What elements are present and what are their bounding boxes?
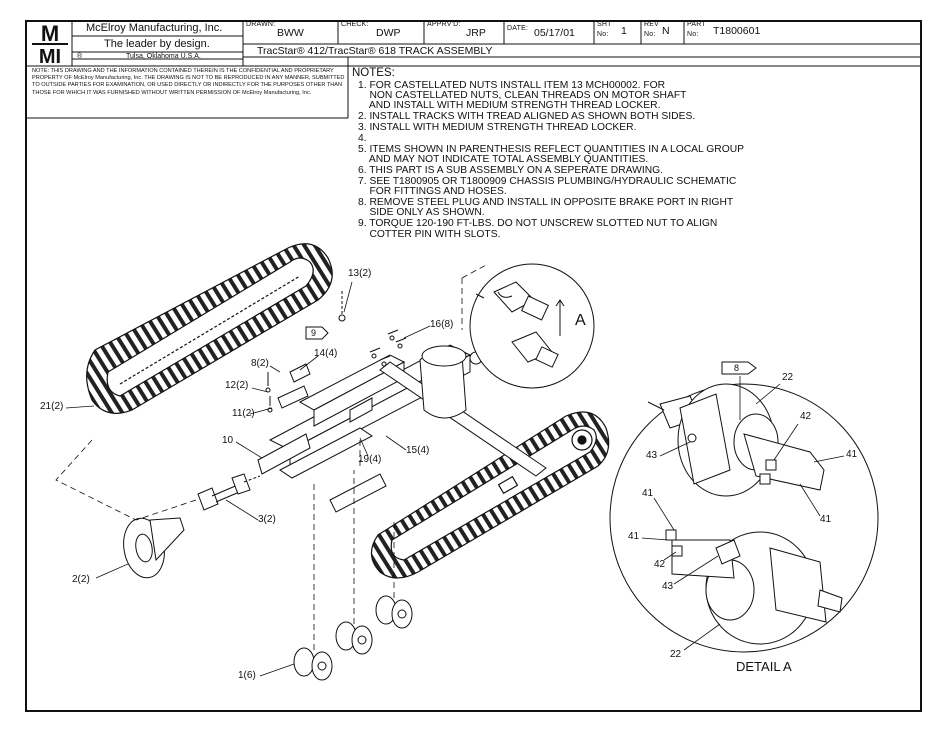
rev-no-label: No: bbox=[644, 31, 656, 38]
callout-1: 1(6) bbox=[238, 670, 256, 681]
date-label: DATE: bbox=[507, 25, 529, 32]
part-label: PART bbox=[687, 21, 706, 28]
leader-lines bbox=[65, 281, 431, 677]
callout-13: 13(2) bbox=[348, 268, 372, 279]
sheet-value: 1 bbox=[621, 25, 627, 37]
apprvd-label: APPRV'D: bbox=[427, 21, 461, 28]
detail-label-41-left-upper: 41 bbox=[642, 488, 654, 499]
sheet-no-label: No: bbox=[597, 31, 609, 38]
rev-label: REV bbox=[644, 21, 659, 28]
note-line: SIDE ONLY AS SHOWN. bbox=[358, 207, 485, 218]
tensioner-bolt bbox=[197, 473, 261, 511]
callout-3: 3(2) bbox=[258, 514, 276, 525]
drawn-value: BWW bbox=[277, 27, 304, 39]
check-value: DWP bbox=[376, 27, 401, 39]
callout-9: 9 bbox=[311, 328, 317, 338]
note-line: 5. ITEMS SHOWN IN PARENTHESIS REFLECT QU… bbox=[358, 144, 745, 155]
small-parts bbox=[265, 290, 407, 413]
note-line: 4. bbox=[358, 133, 367, 144]
detail-label-43-upper: 43 bbox=[646, 450, 658, 461]
detail-label-43-lower: 43 bbox=[662, 581, 674, 592]
chassis-frame bbox=[257, 344, 547, 513]
detail-a-title: DETAIL A bbox=[736, 659, 792, 674]
logo-line-1: M bbox=[41, 21, 59, 46]
part-no-label: No: bbox=[687, 31, 699, 38]
drawing-title: TracStar® 412/TracStar® 618 TRACK ASSEMB… bbox=[257, 45, 493, 57]
callout-8: 8(2) bbox=[251, 358, 269, 369]
note-line: 6. THIS PART IS A SUB ASSEMBLY ON A SEPE… bbox=[358, 165, 664, 176]
callout-12: 12(2) bbox=[225, 380, 249, 391]
notes-title: NOTES: bbox=[352, 67, 395, 79]
part-value: T1800601 bbox=[713, 25, 761, 37]
confidential-note: NOTE: THIS DRAWING AND THE INFORMATION C… bbox=[32, 68, 345, 96]
date-value: 05/17/01 bbox=[534, 27, 575, 39]
check-label: CHECK: bbox=[341, 21, 369, 28]
idler-wheel bbox=[123, 517, 185, 579]
detail-a bbox=[609, 361, 879, 653]
left-track bbox=[86, 243, 333, 414]
callout-14: 14(4) bbox=[314, 348, 338, 359]
note-line: 9. TORQUE 120-190 FT-LBS. DO NOT UNSCREW… bbox=[358, 218, 718, 229]
callout-19: 19(4) bbox=[358, 454, 382, 465]
note-line: AND INSTALL WITH MEDIUM STRENGTH THREAD … bbox=[358, 100, 661, 111]
note-line: 2. INSTALL TRACKS WITH TREAD ALIGNED AS … bbox=[358, 111, 696, 122]
detail-label-41-mid: 41 bbox=[820, 514, 832, 525]
detail-label-42-lower: 42 bbox=[654, 559, 666, 570]
note-line: AND MAY NOT INDICATE TOTAL ASSEMBLY QUAN… bbox=[358, 154, 649, 165]
detail-label-22-lower: 22 bbox=[670, 649, 682, 660]
company-logo: M MI bbox=[32, 21, 68, 68]
company-location: Tulsa, Oklahoma U.S.A. bbox=[126, 53, 201, 60]
sheet-label: SHT bbox=[597, 21, 612, 28]
detail-a-view-arrow bbox=[555, 299, 565, 336]
drawn-label: DRAWN: bbox=[246, 21, 276, 28]
callout-2: 2(2) bbox=[72, 574, 90, 585]
detail-label-41-upper: 41 bbox=[846, 449, 858, 460]
detail-label-22-upper: 22 bbox=[782, 372, 794, 383]
detail-label-41-left: 41 bbox=[628, 531, 640, 542]
callout-16: 16(8) bbox=[430, 319, 454, 330]
detail-a-leaders bbox=[641, 376, 845, 651]
callout-21: 21(2) bbox=[40, 401, 64, 412]
logo-line-2: MI bbox=[39, 46, 61, 68]
registered-mark: ® bbox=[77, 53, 83, 60]
callout-9-flag bbox=[305, 326, 329, 340]
callout-10: 10 bbox=[222, 435, 234, 446]
apprvd-value: JRP bbox=[466, 27, 486, 39]
detail-flag-8: 8 bbox=[734, 363, 740, 373]
rollers bbox=[293, 595, 413, 681]
note-line: COTTER PIN WITH SLOTS. bbox=[358, 229, 501, 240]
note-line: FOR FITTINGS AND HOSES. bbox=[358, 186, 507, 197]
assembly-lines bbox=[55, 263, 489, 650]
motor-detail-circle bbox=[469, 263, 595, 389]
note-line: 7. SEE T1800905 OR T1800909 CHASSIS PLUM… bbox=[358, 176, 737, 187]
callout-11: 11(2) bbox=[232, 408, 255, 419]
note-line: 3. INSTALL WITH MEDIUM STRENGTH THREAD L… bbox=[358, 122, 637, 133]
right-track bbox=[370, 411, 610, 579]
rev-value: N bbox=[662, 25, 670, 37]
detail-label-42-upper: 42 bbox=[800, 411, 812, 422]
note-line: NON CASTELLATED NUTS, CLEAN THREADS ON M… bbox=[358, 90, 687, 101]
callout-15: 15(4) bbox=[406, 445, 430, 456]
company-name: McElroy Manufacturing, Inc. bbox=[86, 22, 223, 34]
note-line: 1. FOR CASTELLATED NUTS INSTALL ITEM 13 … bbox=[358, 80, 666, 91]
company-tagline: The leader by design. bbox=[104, 38, 210, 50]
detail-a-reference: A bbox=[575, 312, 586, 329]
drawing-border bbox=[25, 20, 922, 712]
note-line: 8. REMOVE STEEL PLUG AND INSTALL IN OPPO… bbox=[358, 197, 734, 208]
